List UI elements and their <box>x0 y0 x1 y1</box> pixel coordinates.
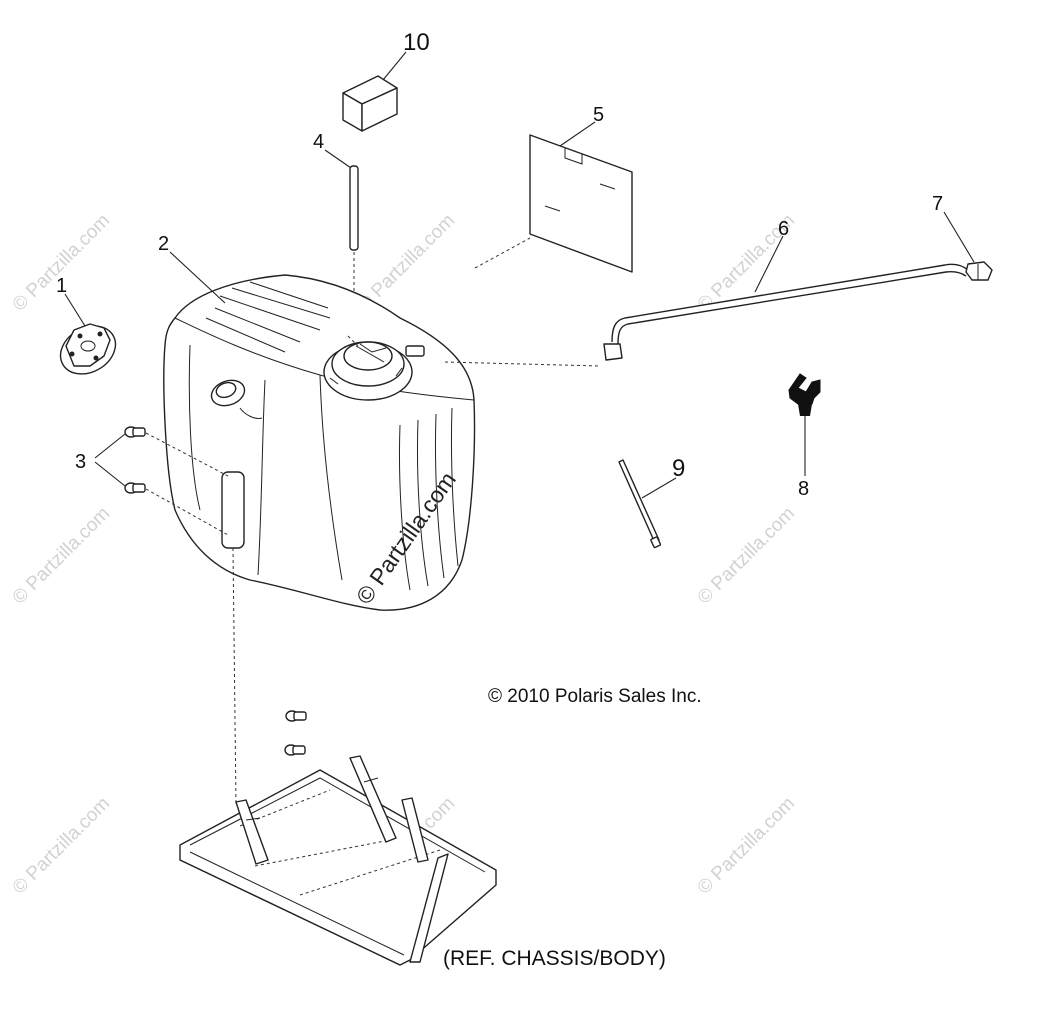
part-2-fuel-tank[interactable] <box>163 274 476 611</box>
part-3-bolt-upper[interactable] <box>124 426 146 438</box>
watermark: © Partzilla.com <box>9 210 114 315</box>
callout-9: 9 <box>672 455 685 482</box>
part-5-label-sheet[interactable] <box>529 134 633 273</box>
callout-8: 8 <box>798 478 809 500</box>
part-8-clip[interactable] <box>788 373 821 476</box>
part-4-tube[interactable] <box>349 165 359 251</box>
part-3-bolt-lower[interactable] <box>124 482 146 494</box>
part-9-strap[interactable] <box>618 459 662 549</box>
part-10-block[interactable] <box>342 75 398 132</box>
callout-10: 10 <box>403 29 430 56</box>
callout-4: 4 <box>313 131 324 153</box>
copyright-text: © 2010 Polaris Sales Inc. <box>488 686 702 707</box>
watermark: © Partzilla.com <box>694 503 799 608</box>
watermark: © Partzilla.com <box>9 503 114 608</box>
part-1-fuel-cap[interactable] <box>52 316 124 383</box>
chassis-mount-bolts[interactable] <box>284 710 307 756</box>
part-7-connector[interactable] <box>965 261 993 281</box>
chassis-frame <box>179 755 497 966</box>
callout-1: 1 <box>56 275 67 297</box>
callout-2: 2 <box>158 233 169 255</box>
callout-3: 3 <box>75 451 86 473</box>
watermark: © Partzilla.com <box>9 793 114 898</box>
watermark: © Partzilla.com <box>694 793 799 898</box>
callout-7: 7 <box>932 193 943 215</box>
part-6-fuel-line[interactable] <box>603 263 969 361</box>
reference-note: (REF. CHASSIS/BODY) <box>443 947 666 970</box>
callout-6: 6 <box>778 218 789 240</box>
callout-5: 5 <box>593 104 604 126</box>
